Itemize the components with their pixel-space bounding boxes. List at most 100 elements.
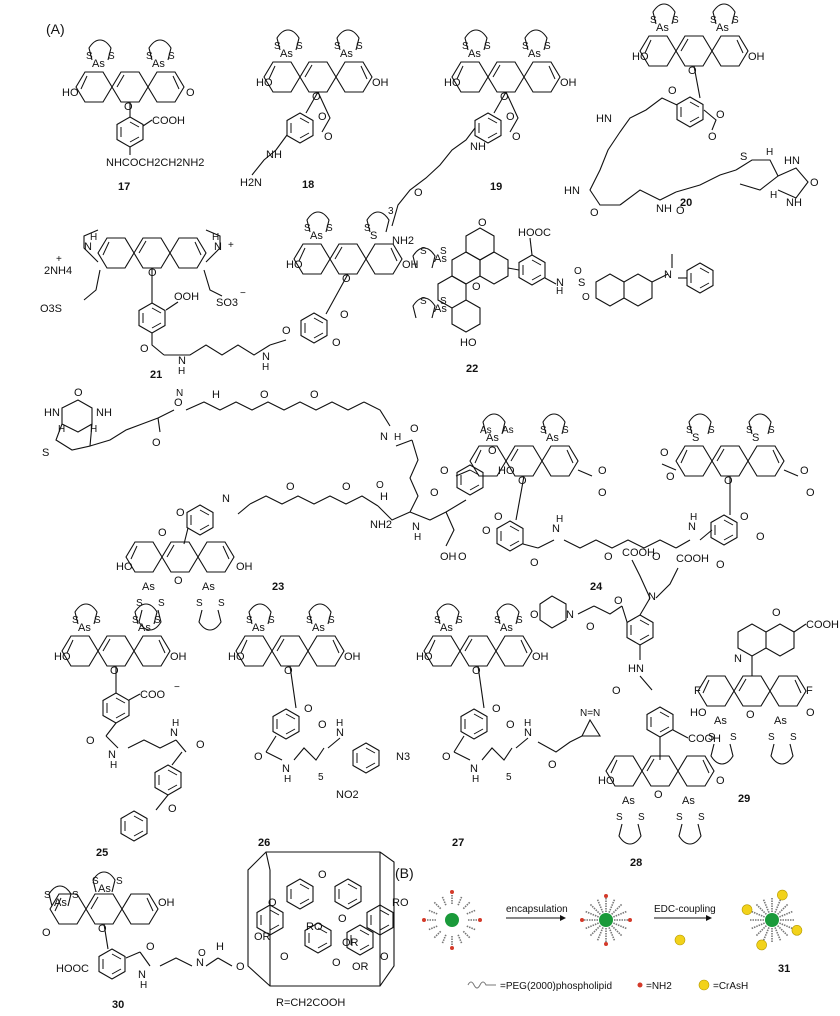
sulfur-label: S [708,425,715,436]
arsenic-label: As [280,48,293,60]
peg-lipid [441,934,447,945]
sulfur-label: S [328,615,335,626]
bridge-o: OR [254,931,271,943]
carboxylate-label: COO [140,689,166,701]
n-h: H [336,718,343,729]
sulfur-label: S [334,41,341,52]
crash-sun-icon [698,979,710,991]
amide-n: N [524,727,532,739]
compound-number: 21 [150,369,162,381]
or-label: OR [342,937,359,949]
sulfur-label: S [768,425,775,436]
n-h: H [90,232,97,243]
legend-peg: =PEG(2000)phospholipid [500,981,612,992]
n-h: H [212,232,219,243]
sulfur-label: S [146,51,153,62]
sulfur-label: S [72,890,79,901]
amide-o: O [442,751,451,763]
amide-o: O [676,205,685,217]
ring-o: O [98,923,107,935]
or-label: OR [352,961,369,973]
arsenic-label: As [434,303,447,315]
amide-o: O [282,325,291,337]
peg-lipid [589,925,601,937]
peg-lipid [466,909,477,915]
sulfur-label: S [218,598,225,609]
sulfur-label: S [434,615,441,626]
carboxyl-ooh: OOH [174,291,199,303]
peg-lipid [779,910,793,918]
sulfur-label: S [562,425,569,436]
peg-lipid [762,927,770,941]
sulfur-label: S [116,876,123,887]
hydroxyl-label: OH [170,651,187,663]
carbonyl-label: O [716,775,725,787]
n-h: H [262,362,269,373]
arsenic-label: As [78,622,91,634]
carbonyl-o: O [478,217,487,229]
amide-nh2: O [458,551,467,563]
sulfur-label: S [650,15,657,26]
crash-sun [777,889,788,901]
peg-lipid [613,910,627,918]
sulfur-label: S [730,732,737,743]
compound-number-31: 31 [778,963,790,975]
carbonyl-o: O [318,719,327,731]
arsenic-label: As [142,581,155,593]
compound-number: 20 [680,197,692,209]
peg-lipid [777,925,789,937]
urea-o: O [74,387,83,399]
hydroxyl-label: HO [690,707,707,719]
nh2-dot [422,918,426,922]
sulfur-label: S [154,615,161,626]
hydroxyl-label: OH [372,77,389,89]
amide-n: H [380,491,388,503]
amide-hn: HN [596,113,612,125]
sulfur-label: S [456,615,463,626]
peg-lipid [589,903,601,915]
n-h: H [394,432,401,443]
sulfonate-label: O3S [40,303,62,315]
bridge-o: O [380,951,389,963]
nanoparticle-core [445,913,459,927]
morpholine-n: N [566,609,574,621]
ether-o: O [260,389,269,401]
hydroxyl-label: OH [236,561,253,573]
sulfur-label: S [196,598,203,609]
ether-o: H [212,389,220,401]
sulfur-label: S [746,425,753,436]
compound-number: 28 [630,857,642,869]
carboxyl-label: COOH [806,619,839,631]
ring-o: O [746,709,755,721]
amide-o: O [716,559,725,571]
n-h: H [556,514,563,525]
carbonyl-o: O [708,131,717,143]
sulfonyl-o: O [574,266,582,277]
arsenic-label: As [152,58,165,70]
carbonyl-label: O [42,927,51,939]
peg-lipid [585,922,599,930]
amide-o: O [590,207,599,219]
sulfur-label: S [246,615,253,626]
sulfur-label: S [732,15,739,26]
crash-sun [741,904,753,915]
arsenic-label: As [340,48,353,60]
amide-nh: NH [656,203,672,215]
amide-o: O [668,85,677,97]
n-h: H [524,718,531,729]
sulfur-label: S [522,41,529,52]
amide-n: N [138,969,146,981]
arsenic-label: As [440,622,453,634]
peg-lipid-icon [467,981,496,989]
carbonyl-o: O [482,525,491,537]
nh2-dot [580,918,584,922]
step2-label: EDC-coupling [654,904,716,915]
sulfur-label: S [440,296,447,307]
sulfur-label: S [94,615,101,626]
amine-n: N [214,241,222,253]
carboxyl-label: COOH [622,547,655,559]
